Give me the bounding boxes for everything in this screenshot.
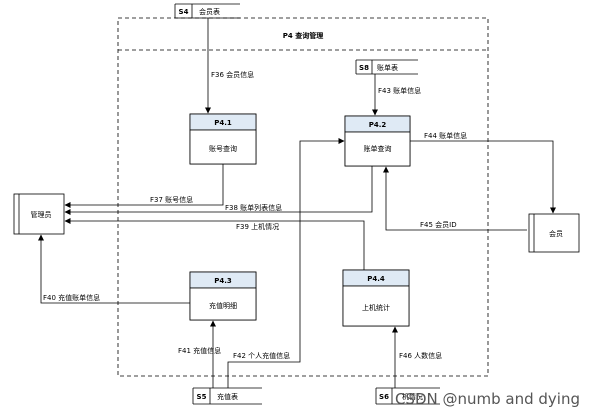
svg-text:充值表: 充值表 [217,392,238,401]
process-p41: P4.1 账号查询 [189,113,257,165]
data-store-s8: S8 账单表 [355,59,418,75]
svg-text:会员表: 会员表 [199,7,220,16]
outer-boundary [117,17,489,377]
flow-f38-label: F38 账单列表信息 [225,203,282,212]
data-store-s6: S6 机情况 [375,387,440,405]
svg-text:P4.3: P4.3 [214,277,232,285]
flow-f37-label: F37 账号信息 [150,195,193,204]
svg-text:管理员: 管理员 [31,210,52,219]
svg-text:账单查询: 账单查询 [364,144,392,153]
svg-text:P4.2: P4.2 [369,121,387,129]
flow-f45-label: F45 会员ID [420,220,457,229]
svg-text:P4.1: P4.1 [214,119,232,127]
process-p42: P4.2 账单查询 [344,115,411,167]
svg-text:上机统计: 上机统计 [362,303,390,312]
data-store-s4: S4 会员表 [174,3,240,19]
svg-text:S6: S6 [379,393,389,401]
flow-f37-arrow [64,164,224,208]
flow-f41-label: F41 充值信息 [178,346,221,355]
svg-text:S5: S5 [197,393,207,401]
flow-f43-label: F43 账单信息 [378,86,421,95]
svg-text:P4.4: P4.4 [367,275,385,283]
svg-text:会员: 会员 [549,229,563,238]
svg-text:S8: S8 [359,64,369,72]
flow-f38-arrow [64,166,373,215]
flow-f40-label: F40 充值账单信息 [43,293,100,302]
watermark-text: CSDN @numb and dying [395,390,580,408]
svg-text:账单表: 账单表 [377,63,398,72]
svg-text:S4: S4 [179,8,189,16]
flow-f42-label: F42 个人充值信息 [233,351,290,360]
data-store-s5: S5 充值表 [192,387,262,405]
svg-text:充值明细: 充值明细 [209,301,237,310]
flow-f46-label: F46 人数信息 [399,351,442,360]
svg-text:机情况: 机情况 [402,392,423,401]
entity-member: 会员 [528,213,580,253]
flow-f40-arrow [38,234,190,304]
flow-f45-arrow [383,166,527,231]
flow-f36-label: F36 会员信息 [211,70,254,79]
flow-f42-arrow [227,138,345,388]
process-p43: P4.3 充值明细 [189,271,257,321]
entity-admin: 管理员 [13,193,65,235]
outer-title: P4 查询管理 [283,31,323,40]
flow-f44-arrow [410,140,556,214]
flow-f39-label: F39 上机情况 [236,222,279,231]
process-p44: P4.4 上机统计 [342,269,410,327]
svg-text:账号查询: 账号查询 [209,144,237,153]
flow-f39-arrow [64,218,365,270]
flow-f44-label: F44 账单信息 [424,131,467,140]
